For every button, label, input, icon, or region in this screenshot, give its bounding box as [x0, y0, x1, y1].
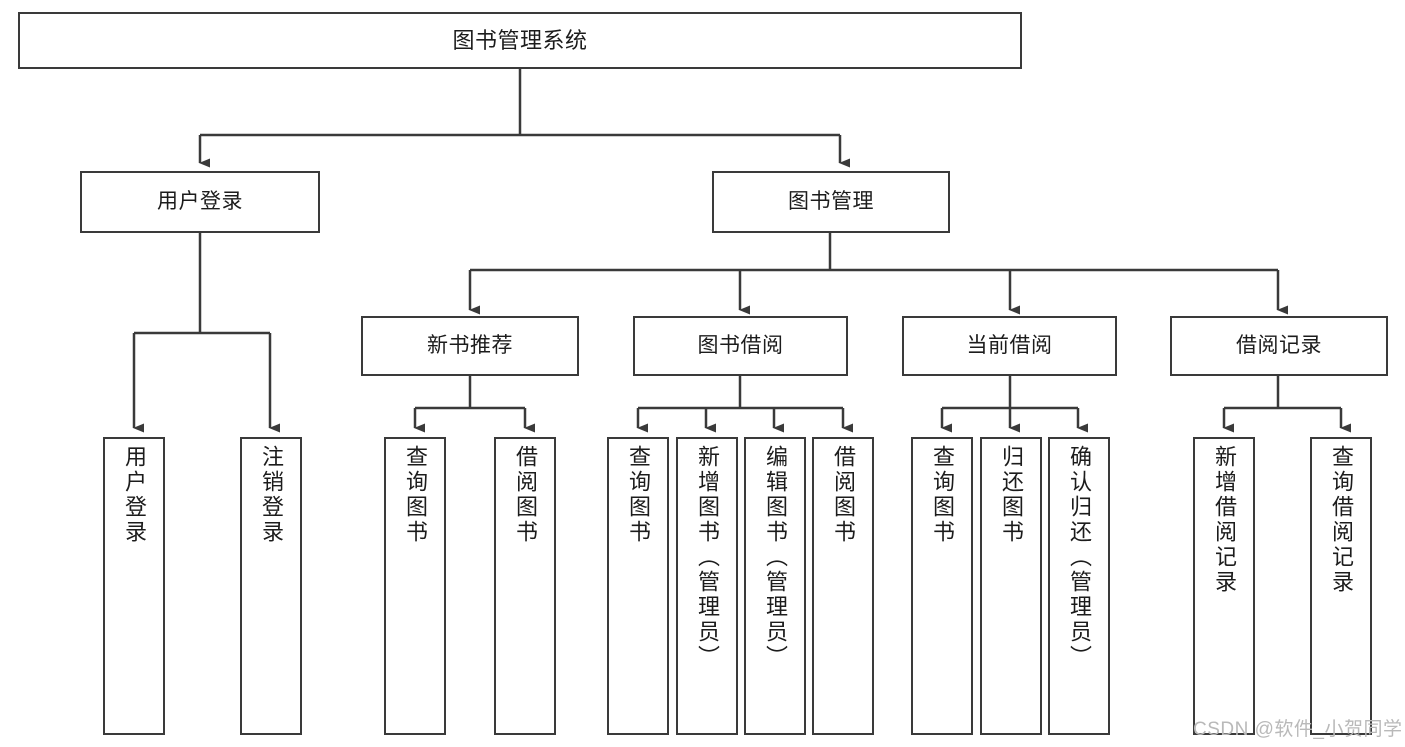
node-label: 新增借阅记录 [1212, 445, 1237, 595]
node-label: 用户登录 [157, 189, 243, 213]
watermark-text: CSDN @软件_小贺同学 [1193, 719, 1403, 740]
node-label: 查询图书 [403, 445, 428, 545]
leaf-current-borrow-return[interactable]: 归还图书 [980, 437, 1042, 735]
node-book-borrow[interactable]: 图书借阅 [633, 316, 848, 376]
leaf-current-borrow-query[interactable]: 查询图书 [911, 437, 973, 735]
node-label: 新增图书（管理员） [695, 445, 720, 670]
node-label: 查询借阅记录 [1329, 445, 1354, 595]
node-label: 确认归还（管理员） [1067, 445, 1092, 670]
leaf-book-borrow-add[interactable]: 新增图书（管理员） [676, 437, 738, 735]
leaf-current-borrow-confirm-return[interactable]: 确认归还（管理员） [1048, 437, 1110, 735]
leaf-book-borrow-borrow[interactable]: 借阅图书 [812, 437, 874, 735]
leaf-new-book-borrow[interactable]: 借阅图书 [494, 437, 556, 735]
leaf-book-borrow-query[interactable]: 查询图书 [607, 437, 669, 735]
node-label: 归还图书 [999, 445, 1024, 545]
node-book-management[interactable]: 图书管理 [712, 171, 950, 233]
node-label: 借阅记录 [1236, 333, 1322, 357]
node-root-system[interactable]: 图书管理系统 [18, 12, 1022, 69]
leaf-borrow-record-query[interactable]: 查询借阅记录 [1310, 437, 1372, 735]
leaf-book-borrow-edit[interactable]: 编辑图书（管理员） [744, 437, 806, 735]
node-label: 借阅图书 [513, 445, 538, 545]
leaf-borrow-record-add[interactable]: 新增借阅记录 [1193, 437, 1255, 735]
node-current-borrow[interactable]: 当前借阅 [902, 316, 1117, 376]
node-label: 新书推荐 [427, 333, 513, 357]
node-new-book-recommend[interactable]: 新书推荐 [361, 316, 579, 376]
node-label: 用户登录 [122, 445, 147, 545]
leaf-user-login-logout[interactable]: 注销登录 [240, 437, 302, 735]
node-label: 图书借阅 [697, 333, 784, 357]
node-label: 图书管理 [788, 189, 874, 213]
node-borrow-record[interactable]: 借阅记录 [1170, 316, 1388, 376]
leaf-user-login-login[interactable]: 用户登录 [103, 437, 165, 735]
node-label: 注销登录 [259, 445, 284, 545]
leaf-new-book-query[interactable]: 查询图书 [384, 437, 446, 735]
node-user-login[interactable]: 用户登录 [80, 171, 320, 233]
node-label: 查询图书 [930, 445, 955, 545]
node-label: 借阅图书 [831, 445, 856, 545]
node-label: 编辑图书（管理员） [763, 445, 788, 670]
node-label: 图书管理系统 [452, 27, 588, 53]
node-label: 当前借阅 [966, 333, 1053, 357]
node-label: 查询图书 [626, 445, 651, 545]
